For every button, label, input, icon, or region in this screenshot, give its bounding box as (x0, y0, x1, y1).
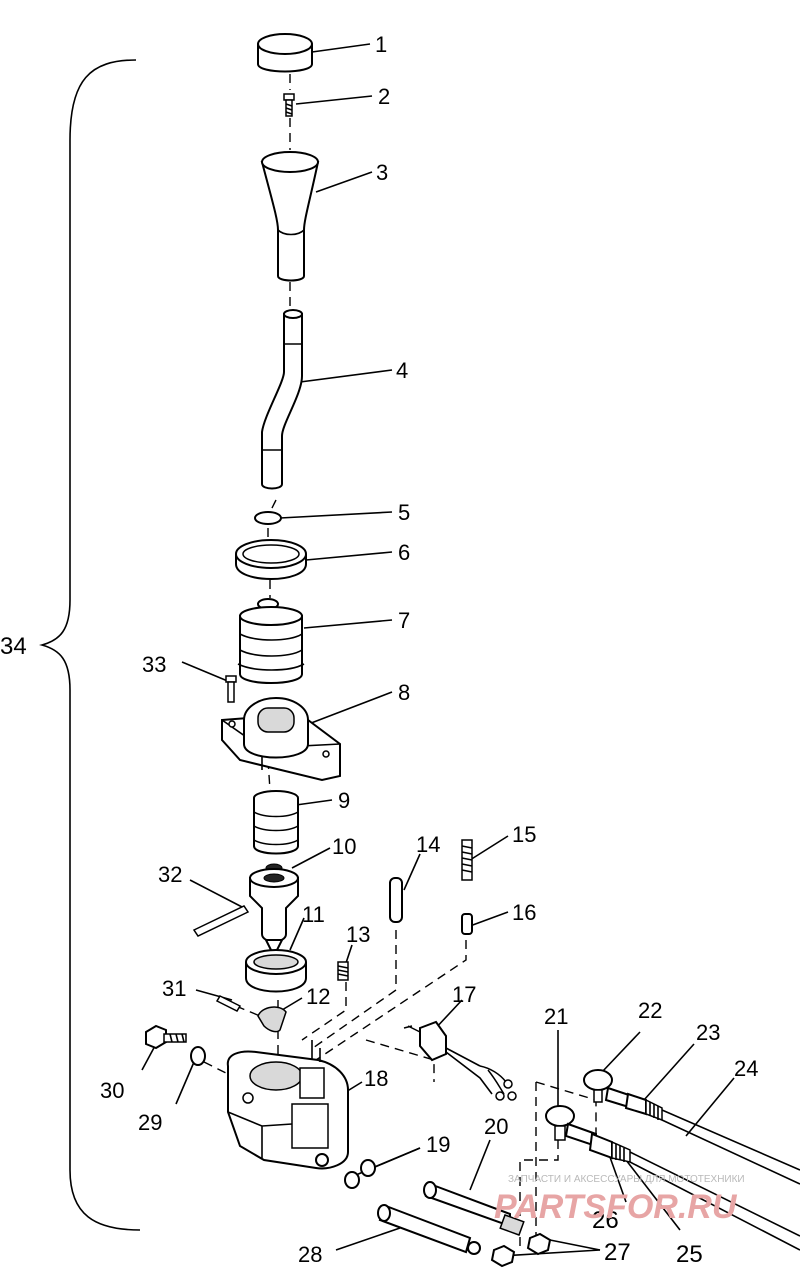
part-set-screw (337, 961, 349, 981)
callout-9: 9 (338, 788, 350, 813)
part-cable-fitting-lower (588, 1132, 800, 1251)
callout-31: 31 (162, 976, 186, 1001)
part-handle-grip (260, 151, 320, 282)
callout-27: 27 (604, 1239, 631, 1266)
leader-lines (141, 43, 735, 1257)
callout-14: 14 (416, 832, 440, 857)
part-ball-joint-22 (583, 1069, 633, 1110)
callout-4: 4 (396, 358, 408, 383)
part-retaining-ring (235, 539, 307, 580)
callout-26: 26 (592, 1207, 619, 1234)
callout-25: 25 (676, 1241, 703, 1268)
watermark: ЗАПЧАСТИ И АКСЕССУАРЫ ДЛЯ МОТОТЕХНИКИ PA… (494, 1174, 745, 1226)
part-shift-rod (423, 1181, 525, 1236)
part-housing-bolt (145, 1024, 187, 1050)
part-housing-plate (221, 697, 341, 782)
part-neutral-switch (403, 1020, 517, 1101)
callout-16: 16 (512, 900, 536, 925)
part-rod-end (377, 1204, 481, 1255)
part-pin-14 (389, 877, 403, 923)
watermark-brand: PARTSFOR.RU (494, 1188, 738, 1226)
callout-labels: 1 2 3 4 5 6 7 8 9 10 11 12 13 14 15 16 1… (0, 32, 758, 1268)
watermark-tagline: ЗАПЧАСТИ И АКСЕССУАРЫ ДЛЯ МОТОТЕХНИКИ (508, 1174, 745, 1185)
part-knob-cap (257, 33, 313, 73)
callout-10: 10 (332, 834, 356, 859)
callout-2: 2 (378, 84, 390, 109)
callout-13: 13 (346, 922, 370, 947)
callout-28: 28 (298, 1242, 322, 1267)
callout-1: 1 (375, 32, 387, 57)
part-small-screw (283, 93, 295, 117)
callout-15: 15 (512, 822, 536, 847)
assembly-brace (39, 59, 141, 1231)
part-pivot-ball (249, 863, 299, 959)
callout-6: 6 (398, 540, 410, 565)
callout-24: 24 (734, 1056, 758, 1081)
callout-23: 23 (696, 1020, 720, 1045)
part-ball-joint-21 (545, 1105, 597, 1148)
callout-17: 17 (452, 982, 476, 1007)
callout-7: 7 (398, 608, 410, 633)
part-washer (190, 1046, 206, 1066)
callout-5: 5 (398, 500, 410, 525)
part-spacer (461, 913, 473, 935)
callout-30: 30 (100, 1078, 124, 1103)
callout-18: 18 (364, 1066, 388, 1091)
callout-32: 32 (158, 862, 182, 887)
part-cap-screw (225, 675, 237, 703)
callout-22: 22 (638, 998, 662, 1023)
callout-20: 20 (484, 1114, 508, 1139)
callout-3: 3 (376, 160, 388, 185)
part-ring-seat (245, 949, 307, 993)
callout-19: 19 (426, 1132, 450, 1157)
part-cable-fitting-upper (624, 1092, 800, 1185)
part-long-pin (192, 905, 250, 937)
part-clip (257, 1006, 287, 1033)
part-nuts (490, 1232, 552, 1268)
part-o-ring (254, 511, 282, 525)
part-rubber-boot (237, 598, 305, 684)
callout-12: 12 (306, 984, 330, 1009)
part-o-rings (344, 1159, 376, 1189)
part-threaded-stud (461, 839, 473, 881)
part-shift-lever (261, 309, 303, 490)
callout-33: 33 (142, 652, 166, 677)
callout-29: 29 (138, 1110, 162, 1135)
callout-8: 8 (398, 680, 410, 705)
part-spring-bellows (253, 790, 299, 855)
callout-34: 34 (0, 633, 27, 660)
part-main-housing (226, 1040, 349, 1170)
callout-11: 11 (302, 902, 325, 927)
callout-21: 21 (544, 1004, 568, 1029)
part-small-pin (215, 995, 242, 1012)
